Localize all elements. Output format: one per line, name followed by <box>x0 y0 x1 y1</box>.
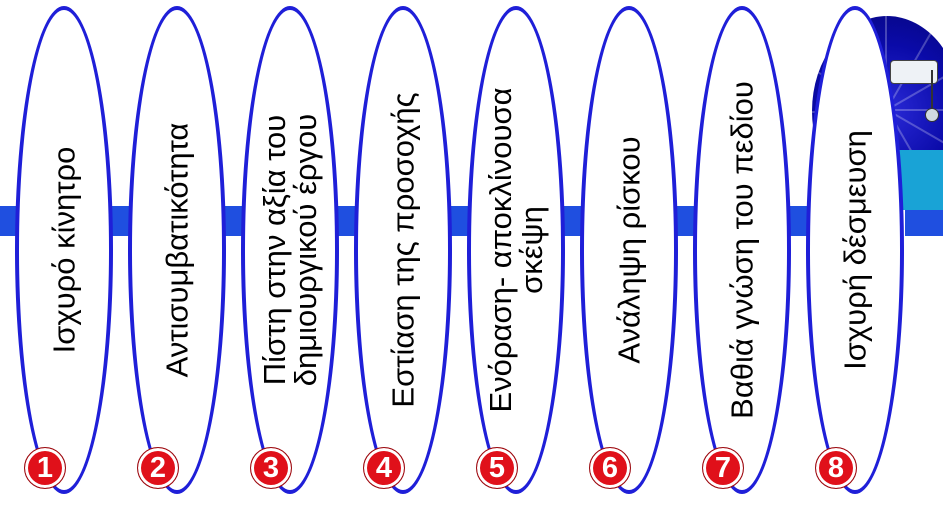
oval-7: Βαθιά γνώση του πεδίου <box>693 6 791 494</box>
badge-8: 8 <box>815 447 857 489</box>
oval-8-label: Ισχυρή δέσμευση <box>837 130 873 370</box>
oval-1-label: Ισχυρό κίνητρο <box>46 146 82 354</box>
pendulum-string <box>931 70 933 110</box>
oval-2-label: Αντισυμβατικότητα <box>159 122 195 378</box>
oval-4-label: Εστίαση της προσοχής <box>385 92 421 408</box>
oval-5-label: Ενόραση- αποκλίνουσα σκέψη <box>483 87 549 413</box>
badge-6: 6 <box>589 447 631 489</box>
oval-6-label: Ανάληψη ρίσκου <box>611 136 647 364</box>
badge-1: 1 <box>24 447 66 489</box>
badge-3: 3 <box>250 447 292 489</box>
badge-7: 7 <box>702 447 744 489</box>
oval-2: Αντισυμβατικότητα <box>128 6 226 494</box>
scroll-icon <box>890 60 938 84</box>
oval-3: Πίστη στην αξία του δημιουργικού έργου <box>241 6 339 494</box>
oval-7-label: Βαθιά γνώση του πεδίου <box>724 81 760 419</box>
oval-4: Εστίαση της προσοχής <box>354 6 452 494</box>
pendulum-icon <box>925 108 939 122</box>
oval-5: Ενόραση- αποκλίνουσα σκέψη <box>467 6 565 494</box>
badge-4: 4 <box>363 447 405 489</box>
badge-5: 5 <box>476 447 518 489</box>
oval-3-label: Πίστη στην αξία του δημιουργικού έργου <box>257 113 323 387</box>
oval-8: Ισχυρή δέσμευση <box>806 6 904 494</box>
oval-1: Ισχυρό κίνητρο <box>15 6 113 494</box>
oval-6: Ανάληψη ρίσκου <box>580 6 678 494</box>
badge-2: 2 <box>137 447 179 489</box>
